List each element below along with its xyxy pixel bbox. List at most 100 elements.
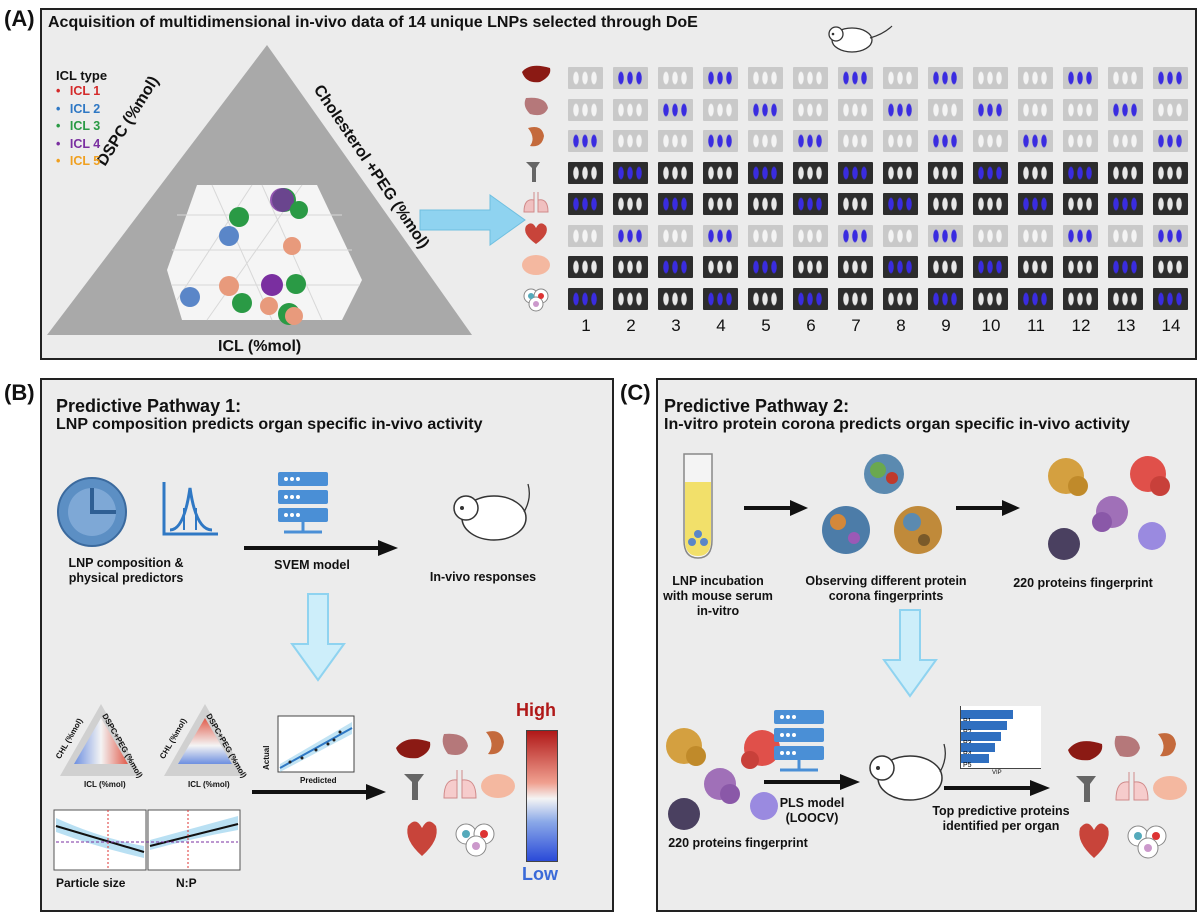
protein-structures-bottom (666, 728, 780, 830)
imaging-tile (658, 130, 693, 152)
arrow-down-icon (290, 593, 346, 682)
imaging-tile (1018, 224, 1053, 247)
imaging-tile (658, 287, 693, 310)
imaging-tile (613, 98, 648, 121)
imaging-tile (883, 130, 918, 152)
legend-label: ICL 3 (69, 119, 101, 133)
imaging-tile (1063, 161, 1098, 184)
panel-c-subtitle: In-vitro protein corona predicts organ s… (664, 416, 1130, 433)
imaging-tile (1153, 98, 1188, 121)
legend-dot-icon: • (56, 136, 64, 151)
server-icon (774, 710, 824, 772)
liver-icon (396, 739, 431, 759)
caption-corona: Observing different protein corona finge… (805, 574, 967, 603)
mouse-icon (869, 743, 946, 801)
imaging-tile (748, 130, 783, 152)
column-number: 9 (941, 316, 951, 335)
imaging-tile (1153, 67, 1188, 89)
imaging-tile (838, 224, 873, 247)
vip-bar-chart: P1P2P3P4P5 (960, 706, 1041, 769)
imaging-tile (703, 161, 738, 184)
imaging-tile (1063, 287, 1098, 310)
imaging-tile (928, 130, 963, 152)
imaging-tile (613, 256, 648, 278)
vip-bar-label: P5 (963, 762, 972, 769)
legend-item: • ICL 4 (56, 136, 107, 154)
scale-high-label: High (516, 700, 556, 720)
imaging-tile (1153, 224, 1188, 247)
bone-icon (1076, 776, 1096, 802)
imaging-tile (883, 256, 918, 278)
column-number: 4 (716, 316, 726, 335)
caption-top-proteins: Top predictive proteins identified per o… (932, 804, 1070, 833)
spleen-icon (524, 97, 548, 116)
imaging-tile (568, 130, 603, 152)
imaging-tile (568, 161, 603, 184)
lnp-sphere-icon (57, 477, 127, 547)
kidney-icon (1158, 733, 1176, 757)
panel-b: Predictive Pathway 1: LNP composition pr… (40, 378, 614, 912)
arrow-right-icon (956, 500, 1020, 516)
panel-b-title: Predictive Pathway 1: (56, 396, 242, 416)
imaging-tile (973, 193, 1008, 215)
caption-composition: LNP composition & physical predictors (68, 556, 184, 585)
imaging-tile (1108, 67, 1143, 89)
imaging-tile (658, 256, 693, 278)
panel-b-subtitle: LNP composition predicts organ specific … (56, 416, 483, 433)
color-scale-bar (526, 730, 558, 862)
panel-a: Acquisition of multidimensional in-vivo … (40, 8, 1197, 360)
imaging-tile (928, 161, 963, 184)
imaging-tile (1018, 287, 1053, 310)
imaging-tile (1063, 130, 1098, 152)
imaging-tile (703, 98, 738, 121)
column-number: 10 (981, 316, 1001, 335)
column-number: 6 (806, 316, 816, 335)
imaging-tile (973, 224, 1008, 247)
imaging-tile (928, 98, 963, 121)
organ-cluster-b (394, 728, 515, 868)
imaging-tile (748, 287, 783, 310)
brain-icon (481, 774, 515, 798)
imaging-tile (883, 287, 918, 310)
vip-bar: P1 (961, 710, 1013, 725)
protein-structures-top (1048, 456, 1170, 560)
imaging-tile (1018, 67, 1053, 89)
panel-a-title: Acquisition of multidimensional in-vivo … (48, 14, 698, 31)
imaging-tile (703, 67, 738, 89)
imaging-tile (1018, 130, 1053, 152)
imaging-tile (568, 224, 603, 247)
imaging-tile (793, 256, 828, 278)
imaging-tile (1108, 98, 1143, 121)
imaging-tile (793, 287, 828, 310)
imaging-tile (1018, 193, 1053, 215)
liver-icon (1068, 741, 1103, 761)
legend-item: • ICL 5 (56, 153, 107, 171)
ternary-diagram (47, 45, 472, 335)
arrow-down-icon (882, 609, 938, 698)
imaging-tile (793, 98, 828, 121)
liver-icon (522, 65, 551, 83)
imaging-tile (838, 287, 873, 310)
caption-pls: PLS model (LOOCV) (779, 796, 845, 825)
imaging-tile (1108, 256, 1143, 278)
caption-model: SVEM model (274, 558, 350, 572)
kidney-icon (486, 731, 504, 755)
legend-dot-icon: • (56, 154, 64, 168)
imaging-tile (658, 67, 693, 89)
imaging-tile (928, 224, 963, 247)
imaging-tile (838, 67, 873, 89)
protein-corona-particles (822, 454, 942, 554)
imaging-tile (1153, 161, 1188, 184)
vip-bar: P3 (961, 732, 1001, 747)
imaging-tile (568, 98, 603, 121)
imaging-tile (1108, 193, 1143, 215)
vip-bar: P4 (961, 743, 995, 758)
imaging-tile (658, 193, 693, 215)
imaging-tile (1063, 193, 1098, 215)
imaging-grid (564, 63, 1194, 315)
panel-c-title: Predictive Pathway 2: (664, 396, 850, 416)
imaging-tile (883, 193, 918, 215)
vip-bar: P5 (961, 754, 989, 769)
legend-item: • ICL 1 (56, 83, 107, 101)
